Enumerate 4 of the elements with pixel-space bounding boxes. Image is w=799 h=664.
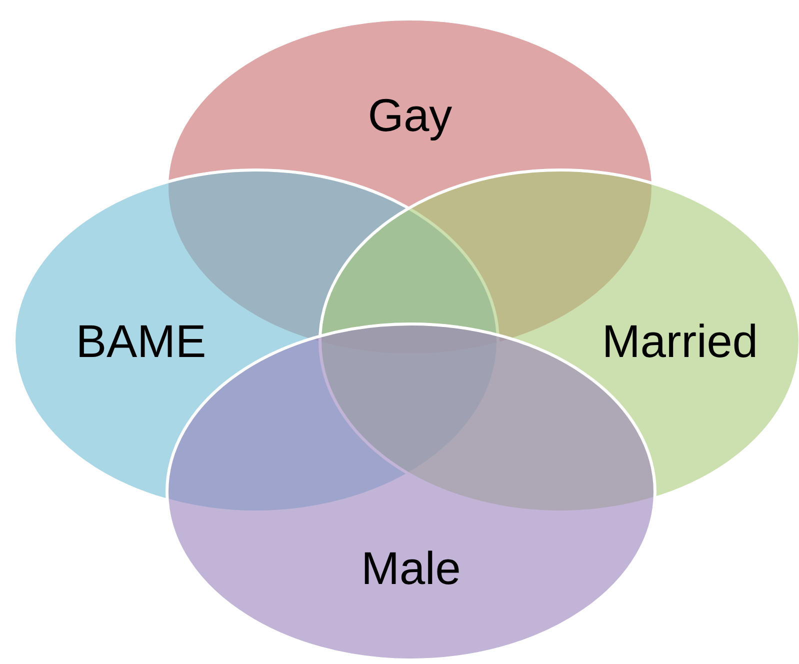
set-label: Married <box>602 314 758 368</box>
set-label: BAME <box>76 314 206 368</box>
set-label: Male <box>361 541 461 595</box>
set-label: Gay <box>368 88 452 142</box>
